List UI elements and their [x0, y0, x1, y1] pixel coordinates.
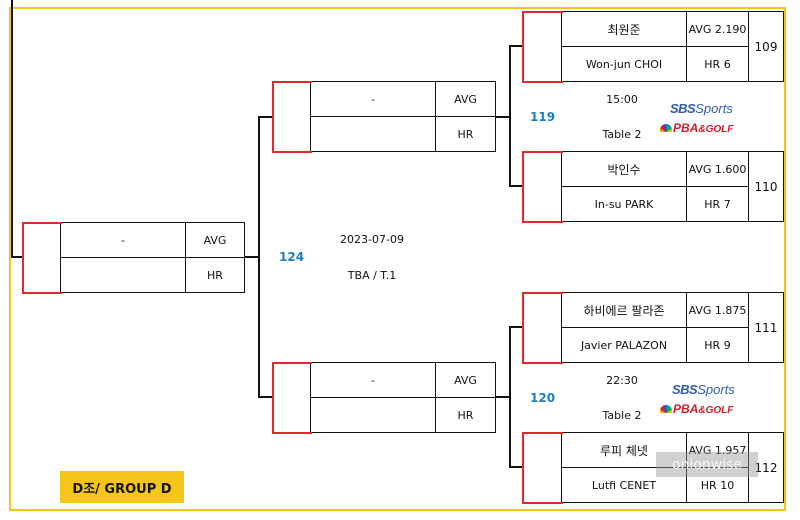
player-avg: AVG 1.875 — [688, 303, 747, 317]
match-number: 120 — [530, 391, 556, 405]
connector-line — [244, 256, 260, 258]
final-match-box: - AVG HR — [21, 221, 245, 294]
connector-line — [495, 396, 511, 398]
player-box: 루피 체넷 Lutfi CENET AVG 1.957 HR 10 112 — [521, 431, 784, 504]
connector-line — [509, 326, 522, 328]
player-box: 하비에르 팔라존 Javier PALAZON AVG 1.875 HR 9 1… — [521, 291, 784, 364]
avg-label: AVG — [454, 92, 477, 106]
connector-line — [509, 326, 511, 468]
match-date: 2023-07-09 — [340, 233, 404, 246]
match-table: Table 2 — [602, 128, 642, 141]
connector-line — [11, 0, 13, 258]
player-hr: HR 6 — [687, 46, 748, 81]
player-slot — [521, 150, 563, 223]
player-seed: 110 — [748, 152, 783, 221]
player-hr: HR 9 — [687, 327, 748, 362]
player-name-en — [311, 116, 435, 151]
player-slot — [521, 10, 563, 83]
player-name: - — [121, 233, 125, 247]
player-name-en: Lutfi CENET — [562, 467, 686, 502]
hr-label: HR — [436, 397, 495, 432]
player-hr: HR 10 — [687, 467, 748, 502]
sbs-sports-logo: SBSSports — [670, 101, 733, 116]
player-slot — [271, 361, 312, 434]
avg-label: AVG — [203, 233, 227, 247]
connector-line — [258, 116, 272, 118]
bracket-frame — [9, 7, 786, 511]
connector-line — [509, 45, 522, 47]
player-name-en: Javier PALAZON — [562, 327, 686, 362]
player-name-en: Won-jun CHOI — [562, 46, 686, 81]
match-number: 119 — [530, 110, 556, 124]
player-name-en — [311, 397, 435, 432]
connector-line — [258, 396, 272, 398]
connector-line — [495, 116, 511, 118]
player-name-kr: 하비에르 팔라존 — [583, 303, 665, 318]
connector-line — [258, 116, 260, 398]
match-number: 124 — [279, 250, 305, 264]
player-box: 최원준 Won-jun CHOI AVG 2.190 HR 6 109 — [521, 10, 784, 83]
pba-golf-logo: PBA&GOLF — [660, 119, 733, 137]
match-time: 15:00 — [606, 93, 638, 106]
player-slot — [271, 80, 312, 153]
match-table: Table 2 — [602, 409, 642, 422]
group-label: D조/ GROUP D — [60, 471, 184, 503]
connector-line — [509, 185, 522, 187]
connector-line — [11, 256, 22, 258]
player-name: - — [371, 92, 375, 106]
player-seed: 112 — [748, 433, 783, 502]
player-name-en — [61, 257, 185, 292]
frame-left-edge — [9, 7, 11, 511]
player-avg: AVG 2.190 — [688, 22, 747, 36]
connector-line — [509, 45, 511, 187]
match-venue: TBA / T.1 — [347, 269, 397, 282]
player-avg: AVG 1.957 — [688, 443, 747, 457]
pba-golf-logo: PBA&GOLF — [660, 400, 733, 418]
semi-match-box: - AVG HR — [271, 361, 496, 434]
player-name-kr: 최원준 — [607, 22, 641, 37]
match-time: 22:30 — [606, 374, 638, 387]
player-slot — [521, 291, 563, 364]
player-avg: AVG 1.600 — [688, 162, 747, 176]
peacock-icon — [660, 123, 672, 132]
hr-label: HR — [186, 257, 244, 292]
player-seed: 109 — [748, 12, 783, 81]
connector-line — [509, 466, 522, 468]
hr-label: HR — [436, 116, 495, 151]
player-name-en: In-su PARK — [562, 186, 686, 221]
sbs-sports-logo: SBSSports — [672, 382, 735, 397]
player-slot — [21, 221, 62, 294]
player-seed: 111 — [748, 293, 783, 362]
avg-label: AVG — [454, 373, 477, 387]
player-name-kr: 루피 체넷 — [600, 443, 648, 458]
semi-match-box: - AVG HR — [271, 80, 496, 153]
player-slot — [521, 431, 563, 504]
player-box: 박인수 In-su PARK AVG 1.600 HR 7 110 — [521, 150, 784, 223]
player-hr: HR 7 — [687, 186, 748, 221]
watermark: onionwise — [656, 452, 758, 477]
player-name-kr: 박인수 — [607, 162, 641, 177]
player-name: - — [371, 373, 375, 387]
peacock-icon — [660, 404, 672, 413]
